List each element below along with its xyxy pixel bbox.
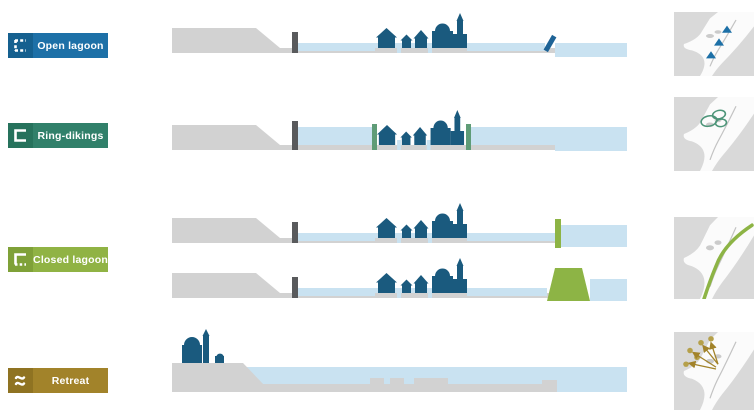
seabed: [172, 145, 557, 150]
open-gate: [543, 34, 557, 53]
sea-water-deep: [555, 145, 627, 151]
legend-label: Closed lagoon: [33, 253, 108, 266]
map-open-lagoon: [674, 12, 754, 76]
legend-open-lagoon[interactable]: Open lagoon: [8, 33, 108, 58]
section-open-lagoon: [172, 13, 627, 57]
waves-icon: [8, 368, 33, 393]
mainland-wall: [292, 222, 298, 243]
section-retreat: [172, 329, 627, 392]
closure-line: [702, 223, 754, 299]
mainland-wall: [292, 277, 298, 298]
section-closed-lagoon-barrier: [172, 203, 627, 248]
dashed-square-icon: [8, 33, 33, 58]
mainland: [172, 28, 286, 53]
map-closed-lagoon: [674, 217, 754, 299]
mainland-wall: [292, 32, 298, 53]
legend-label: Ring-dikings: [37, 129, 104, 142]
sea-water: [555, 43, 627, 57]
city-skyline: [376, 110, 465, 150]
map-ring-dikings: [674, 97, 754, 171]
sea-water-high: [590, 279, 627, 301]
section-closed-lagoon-dam: [172, 258, 627, 301]
relocated-city: [182, 329, 224, 363]
seabed: [172, 384, 557, 392]
submerged-block: [390, 378, 404, 384]
city-skyline: [375, 258, 467, 298]
mainland: [172, 218, 286, 243]
submerged-block: [414, 378, 448, 384]
legend-closed-lagoon[interactable]: Closed lagoon: [8, 247, 108, 272]
relocation-arrows: [687, 341, 719, 370]
open-bracket-icon: [8, 123, 33, 148]
dam: [547, 268, 590, 301]
mainland: [172, 273, 286, 298]
inlet-barrier-triangles: [706, 25, 732, 59]
ring-dike-outlines: [700, 109, 728, 128]
closed-barrier-gate: [555, 219, 561, 248]
ring-dike-right: [466, 124, 471, 150]
sea-water-high: [471, 127, 627, 145]
ring-dike-left: [372, 124, 377, 150]
map-retreat: [674, 332, 754, 410]
mainland: [172, 125, 286, 150]
mainland-plateau: [172, 363, 265, 392]
legend-label: Open lagoon: [37, 39, 104, 52]
submerged-step: [542, 380, 557, 392]
section-ring-dikings: [172, 110, 627, 151]
legend-retreat[interactable]: Retreat: [8, 368, 108, 393]
mainland-wall: [292, 121, 298, 150]
legend-label: Retreat: [51, 374, 90, 387]
city-skyline: [375, 13, 467, 53]
half-dashed-square-icon: [8, 247, 33, 272]
submerged-block: [370, 378, 384, 384]
legend-ring-dikings[interactable]: Ring-dikings: [8, 123, 108, 148]
lagoon-water-high: [298, 127, 372, 145]
sea-water-high: [561, 225, 627, 247]
city-skyline: [375, 203, 467, 243]
